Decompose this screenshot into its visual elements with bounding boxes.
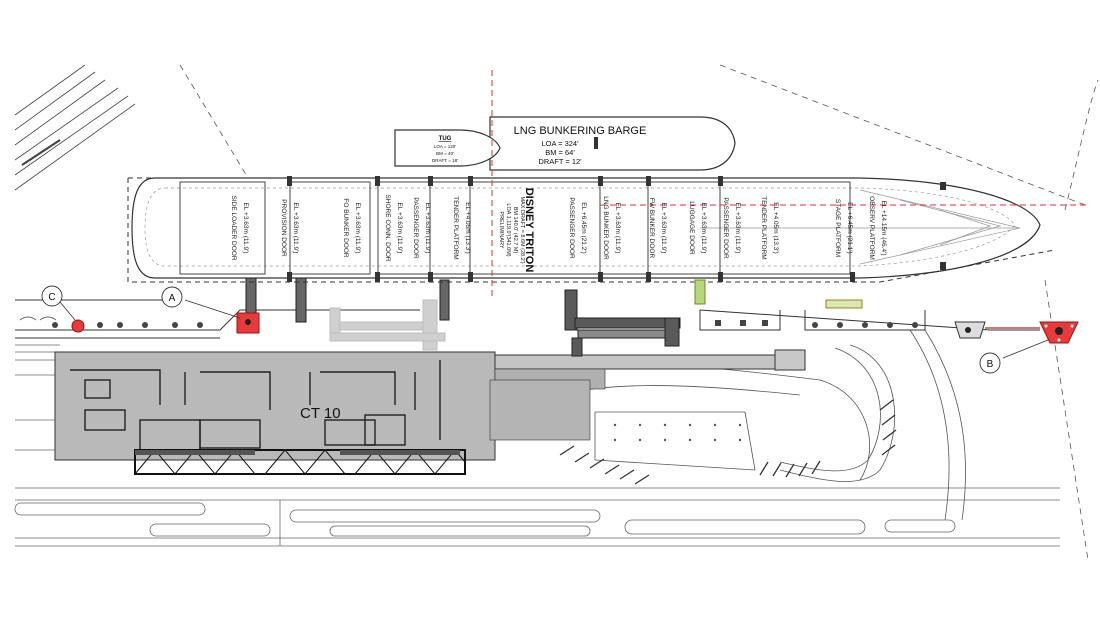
ship-spec-line: BM 140.0' (42.7 M): [512, 207, 518, 254]
ship-spec-line: LOA 1,119.0'(341.0M): [505, 203, 511, 256]
door-name-label: OBSERV PLATFORM: [868, 196, 875, 260]
ship-spec-line: MAX DRAFT = 8.6M (28.2'): [519, 196, 525, 263]
door-name-label: PASSENGER DOOR: [412, 197, 419, 259]
door-name-label: LUGGAGE DOOR: [688, 201, 695, 255]
fender-arcs: [19, 316, 57, 321]
gangways: [245, 267, 681, 357]
loop-parking-stripes: [559, 399, 897, 485]
main-gangway: [564, 289, 681, 357]
ship-specs: PRELIMINARY LOA 1,119.0'(341.0M) BM 140.…: [498, 196, 525, 263]
terminal-label: CT 10: [300, 405, 341, 422]
marker-c-highlight: [71, 319, 85, 333]
door-name-label: FW BUNKER DOOR: [648, 198, 655, 259]
door-name-label: LNG BUNKER DOOR: [602, 196, 609, 260]
barge-bm: BM = 64': [545, 148, 575, 157]
terminal-building: CT 10: [54, 349, 806, 475]
tug-title: TUG: [439, 136, 452, 142]
tug-loa: LOA = 120': [434, 144, 456, 149]
barge-loa: LOA = 324': [541, 139, 579, 148]
cruise-ship: DISNEY TRITON PRELIMINARY LOA 1,119.0'(3…: [127, 176, 1056, 309]
door-name-label: SIDE LOADER DOOR: [230, 195, 237, 260]
door-name-label: PASSENGER DOOR: [568, 197, 575, 259]
marker-c-group: C: [41, 285, 85, 333]
marker-a-label: A: [169, 293, 176, 304]
ship-hull: [131, 177, 1041, 279]
door-elevation-label: EL +3.63m (11.9'): [660, 203, 667, 254]
door-name-label: PASSENGER DOOR: [722, 197, 729, 259]
diagonal-parking: [14, 64, 136, 191]
door-elevation-label: EL +3.63m (11.9'): [242, 203, 249, 254]
ship-spec-line: PRELIMINARY: [498, 211, 504, 249]
lng-bunker-marker: [694, 279, 706, 305]
ghost-gangway: [329, 299, 446, 351]
marker-c-label: C: [48, 292, 55, 303]
marker-b-group: B: [954, 321, 1079, 374]
red-guide-lines: [491, 70, 1090, 300]
door-elevation-label: EL +3.63m (11.9'): [614, 203, 621, 254]
door-labels: SIDE LOADER DOOR EL +3.63m (11.9') PROVISI…: [230, 194, 887, 261]
door-name-label: FO BUNKER DOOR: [342, 198, 349, 258]
door-elevation-label: EL +3.63m (11.9'): [396, 203, 403, 254]
door-name-label: TENDER PLATFORM: [452, 196, 459, 259]
door-elevation-label: EL +3.63m (11.9'): [292, 203, 299, 254]
door-elevation-label: EL +14.15m (46.4'): [880, 200, 887, 255]
tug-bm: BM = 40': [436, 151, 454, 156]
bottom-roads: [14, 344, 1060, 547]
barge-title: LNG BUNKERING BARGE: [514, 125, 647, 137]
door-elevation-label: EL +6.45m (21.1'): [846, 202, 853, 253]
door-elevation-label: EL +6.45m (21.2'): [580, 202, 587, 253]
ship-posts: [287, 176, 946, 282]
door-elevation-label: EL +3.63m (11.9'): [354, 203, 361, 254]
door-elevation-label: EL +3.63m (11.9'): [734, 203, 741, 254]
tug-draft: DRAFT = 18': [432, 158, 458, 163]
marker-b-label: B: [987, 359, 994, 370]
marker-a-group: A: [161, 286, 260, 334]
stage-marker: [825, 299, 863, 309]
pier-edge: [15, 299, 1040, 339]
barge-draft: DRAFT = 12': [538, 157, 582, 166]
door-name-label: STAGE PLATFORM: [834, 199, 841, 257]
tug-boat: TUG LOA = 120' BM = 40' DRAFT = 18': [394, 129, 501, 167]
loop-dots: [613, 423, 742, 442]
ship-envelope: [127, 178, 1056, 283]
ship-name: DISNEY TRITON: [523, 188, 535, 273]
door-name-label: PROVISION DOOR: [280, 199, 287, 257]
site-background: [14, 64, 1099, 561]
door-elevation-label: EL +4.05m (13.3'): [772, 202, 779, 253]
door-elevation-label: EL +3.63m (11.9'): [424, 203, 431, 254]
lng-barge: LNG BUNKERING BARGE LOA = 324' BM = 64' …: [489, 116, 736, 171]
door-elevation-label: EL +4.05m (13.3'): [464, 202, 471, 253]
door-elevation-label: EL +3.63m (11.9'): [700, 203, 707, 254]
door-name-label: TENDER PLATFORM: [760, 196, 767, 259]
door-name-label: SHORE CONN. DOOR: [384, 194, 391, 261]
fender-bollards: [52, 320, 918, 328]
deck-frames: [179, 181, 851, 275]
